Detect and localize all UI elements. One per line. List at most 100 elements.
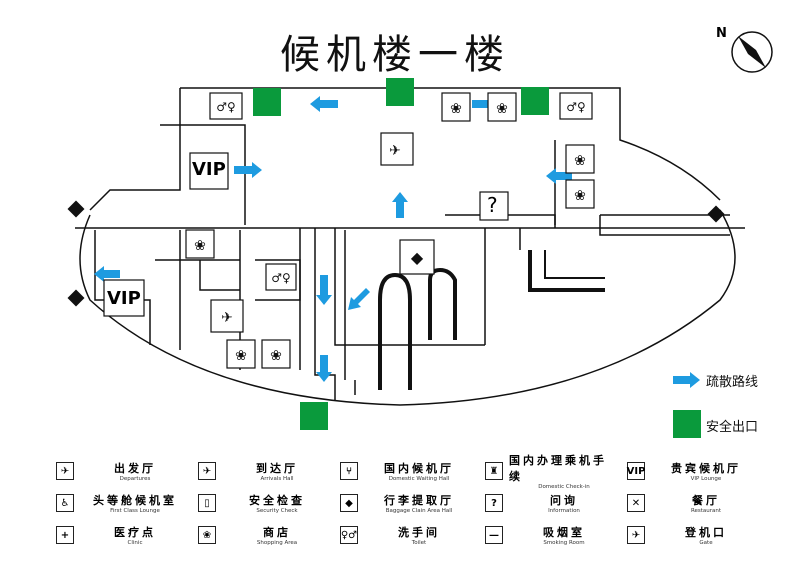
route-arrow [392,192,408,218]
legend-en: Baggage Clain Area Hall [385,508,453,514]
legend-en: Smoking Room [543,540,585,546]
safety-exits [253,78,549,430]
legend-zh: 到达厅 [256,462,298,475]
vip-icon: VIP [627,462,645,480]
svg-text:✈: ✈ [221,310,233,326]
legend-en: Gate [699,540,713,546]
waiting-hall-icon: ⑂ [340,462,358,480]
shopping-icon [441,92,471,122]
information-icon: ? [485,494,503,512]
svg-text:♂♀: ♂♀ [216,100,236,114]
map-icons [103,92,595,369]
svg-text:❀: ❀ [270,348,282,364]
walls [75,87,745,406]
restaurant-icon: ✕ [627,494,645,512]
exit-legend-swatch [673,410,701,438]
departures-icon: ✈ [56,462,74,480]
legend-zh: 头等舱候机室 [93,494,177,507]
shopping-icon [565,144,595,174]
route-arrow [316,355,332,382]
legend-zh: 国内办理乘机手续 [509,454,607,483]
legend-zh: 行李提取厅 [384,494,454,507]
baggage-icon: ◆ [340,494,358,512]
exit-marker [386,78,414,106]
vip-label: VIP [107,288,141,309]
baggage-icon [399,239,435,275]
check-in-icon: ♜ [485,462,503,480]
departures-icon [210,299,244,333]
svg-text:◆: ◆ [411,248,424,267]
clinic-icon: + [56,526,74,544]
page-title: 候机楼一楼 [280,32,510,78]
legend-en: Restaurant [690,508,722,514]
shopping-icon [226,339,256,369]
vip-label: VIP [192,159,226,180]
first-class-icon: ♿ [56,494,74,512]
shopping-icon: ❀ [198,526,216,544]
north-compass-icon [731,31,773,73]
departures-icon [380,132,414,166]
legend-zh: 问询 [550,494,578,507]
legend-en: Arrivals Hall [260,476,294,482]
legend-zh: 医疗点 [114,526,156,539]
shopping-icon [565,179,595,209]
legend-en: Shopping Area [256,540,298,546]
legend-en: Information [548,508,580,514]
legend-zh: 洗手间 [398,526,440,539]
exit-legend-label: 安全出口 [706,420,759,435]
legend-en: Domestic Waiting Hall [388,476,450,482]
info-label: ? [487,193,498,217]
arrivals-icon: ✈ [198,462,216,480]
legend-zh: 安全检查 [249,494,305,507]
legend-en: Clinic [127,540,143,546]
exit-marker [521,87,549,115]
toilet-icon [209,92,243,120]
route-arrow [310,96,338,112]
svg-text:❀: ❀ [574,153,586,169]
legend-zh: 国内候机厅 [384,462,454,475]
exit-marker [300,402,328,430]
route-legend-arrow [673,372,700,388]
svg-text:❀: ❀ [496,101,508,117]
gate-icon: ✈ [627,526,645,544]
shopping-icon [261,339,291,369]
shopping-icon [185,229,215,259]
vip-icon [103,279,145,317]
legend-en: Security Check [256,508,298,514]
legend-zh: 贵宾候机厅 [671,462,741,475]
legend-en: Domestic Check-in [538,484,590,490]
svg-text:✈: ✈ [389,143,401,159]
vip-icon [189,152,229,190]
legend-zh: 出发厅 [114,462,156,475]
svg-text:❀: ❀ [235,348,247,364]
route-legend-label: 疏散路线 [706,375,759,390]
toilet-icon: ♀♂ [340,526,358,544]
legend-en: First Class Lounge [110,508,160,514]
